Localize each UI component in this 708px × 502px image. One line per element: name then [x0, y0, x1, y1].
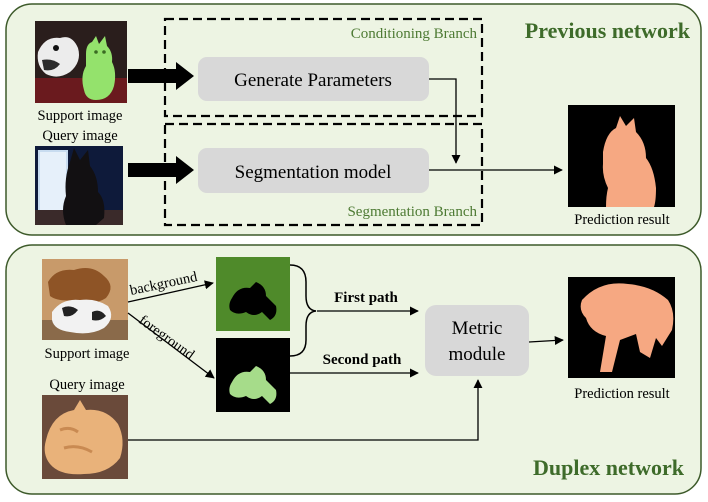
metric-module-label-line2: module	[449, 344, 506, 365]
query-to-metric-arrow	[128, 379, 483, 441]
prediction-result-top	[568, 105, 675, 207]
first-path-label: First path	[334, 290, 398, 306]
prediction-result-label-top: Prediction result	[574, 212, 669, 228]
query-photo-top	[35, 146, 123, 225]
segmentation-model-label: Segmentation model	[235, 162, 392, 183]
query-photo-bottom	[42, 395, 128, 479]
segmentation-branch-box	[163, 122, 484, 227]
support-photo-bottom	[42, 259, 128, 340]
generate-parameters-label: Generate Parameters	[234, 70, 392, 91]
previous-network-panel: Previous network Support image Query ima…	[5, 3, 702, 236]
segmentation-model-box	[198, 148, 429, 193]
support-image-label-top: Support image	[38, 108, 123, 124]
query-image-label-bottom: Query image	[49, 377, 124, 393]
duplex-panel-background	[5, 244, 702, 495]
duplex-network-title: Duplex network	[533, 455, 685, 480]
foreground-mask	[216, 338, 290, 412]
metric-module-box	[425, 305, 529, 376]
background-mask	[216, 257, 290, 331]
metric-module-label-line1: Metric	[452, 318, 503, 339]
foreground-arrow	[127, 312, 215, 379]
background-arrow	[127, 280, 214, 303]
support-image-label-bottom: Support image	[45, 346, 130, 362]
parameters-to-model-arrow	[429, 78, 461, 164]
prediction-result-label-bottom: Prediction result	[574, 386, 669, 402]
curly-brace	[289, 264, 317, 357]
previous-network-title: Previous network	[525, 18, 691, 43]
segmentation-branch-label: Segmentation Branch	[347, 204, 477, 220]
second-path-label: Second path	[323, 352, 402, 368]
generate-parameters-box	[198, 57, 429, 101]
prediction-result-bottom	[568, 277, 675, 378]
duplex-network-panel: Duplex network Support image Query image…	[5, 244, 702, 495]
metric-to-prediction-arrow	[528, 335, 564, 346]
conditioning-branch-box	[163, 17, 484, 118]
support-photo-top	[35, 21, 127, 103]
conditioning-branch-label: Conditioning Branch	[351, 26, 478, 42]
query-image-label-top: Query image	[42, 128, 117, 144]
